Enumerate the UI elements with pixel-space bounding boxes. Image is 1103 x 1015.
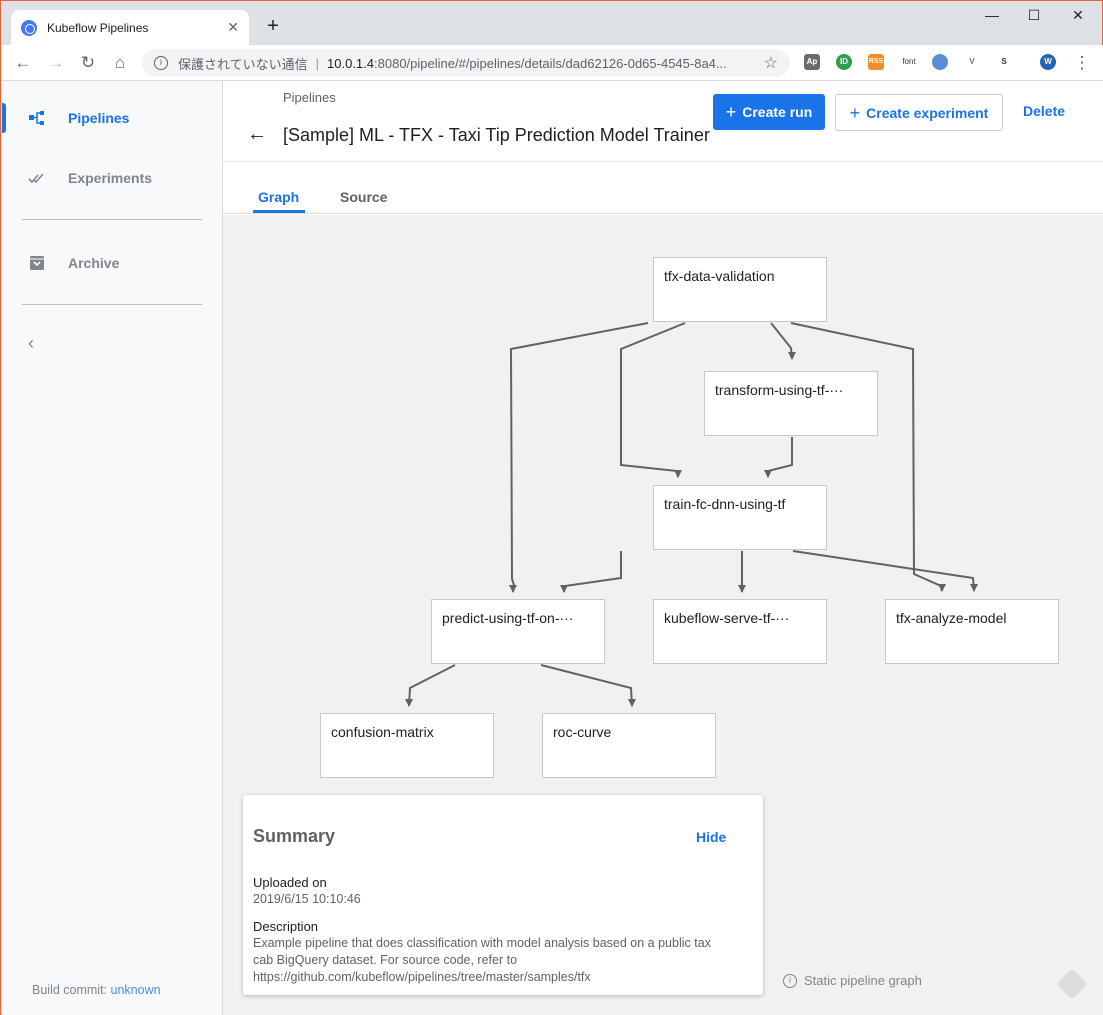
menu-dots-icon[interactable]: ⋮ (1073, 53, 1091, 72)
ext-id-icon[interactable]: ID (836, 54, 852, 70)
uploaded-on-value: 2019/6/15 10:10:46 (253, 892, 361, 906)
tab-strip: Kubeflow Pipelines ✕ + — ☐ ✕ (1, 1, 1102, 45)
sidebar-item-label: Experiments (68, 170, 153, 186)
delete-button[interactable]: Delete (1023, 103, 1066, 119)
node-train-fc-dnn-using-tf[interactable]: train-fc-dnn-using-tf (653, 485, 827, 550)
experiments-icon (28, 173, 44, 184)
security-status: 保護されていない通信 (178, 56, 308, 72)
archive-icon (30, 256, 44, 270)
node-kubeflow-serve-tf[interactable]: kubeflow-serve-tf-··· (653, 599, 827, 664)
sidebar-item-experiments[interactable]: Experiments (2, 149, 222, 207)
ext-s-icon[interactable]: S (1001, 57, 1007, 66)
address-separator: | (315, 55, 320, 71)
breadcrumb[interactable]: Pipelines (283, 90, 336, 105)
rss-icon[interactable]: RSS (868, 54, 884, 70)
address-path: :8080/pipeline/#/pipelines/details/dad62… (374, 55, 727, 71)
pipelines-icon (29, 111, 44, 125)
node-confusion-matrix[interactable]: confusion-matrix (320, 713, 494, 778)
edge-validation-analyze (790, 322, 946, 592)
back-arrow-icon[interactable]: ← (14, 53, 32, 72)
address-host: 10.0.1.4 (327, 55, 375, 71)
profile-avatar[interactable]: W (1040, 54, 1056, 70)
graph-edges (405, 322, 978, 707)
edge-validation-train (620, 322, 686, 478)
edge-validation-predict (509, 322, 649, 593)
edge-predict-roc (540, 664, 636, 707)
tab-graph[interactable]: Graph (258, 189, 300, 205)
summary-title: Summary (253, 826, 336, 846)
nav-divider (22, 304, 202, 305)
description-line: cab BigQuery dataset. For source code, r… (253, 953, 518, 967)
address-bar[interactable]: i 保護されていない通信 | 10.0.1.4 :8080/pipeline/#… (142, 49, 790, 77)
main-content: Pipelines ← [Sample] ML - TFX - Taxi Tip… (223, 81, 1103, 1015)
description-label: Description (253, 919, 319, 934)
sidebar-item-label: Pipelines (68, 110, 130, 126)
sidebar-item-pipelines[interactable]: Pipelines (2, 89, 222, 147)
home-icon[interactable]: ⌂ (114, 53, 126, 72)
kubeflow-logo-icon (21, 19, 37, 36)
ext-ap-icon[interactable]: Ap (804, 54, 820, 70)
bookmark-star-icon[interactable]: ☆ (763, 55, 778, 72)
collapse-nav-button[interactable]: ‹ (28, 333, 34, 353)
active-tab-indicator (253, 210, 305, 213)
create-experiment-label: Create experiment (866, 104, 989, 121)
side-nav: Pipelines Experiments Archive ‹ Build co… (2, 81, 223, 1015)
tab-close-icon[interactable]: ✕ (227, 19, 239, 35)
browser-toolbar: ← → ↻ ⌂ i 保護されていない通信 | 10.0.1.4 :8080/pi… (2, 45, 1103, 81)
plus-icon: + (725, 102, 737, 122)
ext-v-icon[interactable]: V (969, 57, 975, 66)
create-run-button[interactable]: + Create run (713, 94, 825, 130)
node-tfx-analyze-model[interactable]: tfx-analyze-model (885, 599, 1059, 664)
uploaded-on-label: Uploaded on (253, 875, 327, 890)
minimize-button[interactable]: — (985, 7, 999, 23)
build-commit-link[interactable]: unknown (110, 983, 161, 997)
node-predict-using-tf-on[interactable]: predict-using-tf-on-··· (431, 599, 605, 664)
forward-arrow-icon[interactable]: → (47, 53, 65, 72)
build-commit: Build commit: unknown (32, 983, 161, 997)
globe-icon[interactable]: globe (932, 54, 948, 70)
static-graph-text: Static pipeline graph (804, 973, 922, 988)
header-divider (223, 161, 1103, 162)
static-graph-note: i Static pipeline graph (783, 973, 922, 988)
edge-transform-train (764, 437, 793, 478)
summary-card: Summary Hide Uploaded on 2019/6/15 10:10… (243, 795, 763, 995)
tab-title: Kubeflow Pipelines (47, 20, 149, 35)
hide-summary-button[interactable]: Hide (696, 829, 727, 845)
close-window-button[interactable]: ✕ (1072, 7, 1084, 23)
pipeline-graph[interactable]: tfx-data-validation transform-using-tf-·… (223, 215, 1103, 1015)
create-run-label: Create run (742, 104, 813, 120)
tab-bar: Graph Source (223, 162, 1103, 214)
edge-validation-transform (770, 322, 796, 360)
description-text: Example pipeline that does classificatio… (253, 935, 753, 986)
reload-icon[interactable]: ↻ (80, 53, 96, 72)
tab-source[interactable]: Source (340, 189, 388, 205)
info-icon[interactable]: i (154, 56, 168, 70)
nav-divider (22, 219, 202, 220)
sidebar-item-archive[interactable]: Archive (2, 234, 222, 292)
back-arrow-icon[interactable]: ← (247, 123, 267, 145)
browser-tab[interactable]: Kubeflow Pipelines ✕ (11, 10, 249, 45)
edge-train-analyze (792, 550, 978, 592)
description-line: https://github.com/kubeflow/pipelines/tr… (253, 970, 591, 984)
node-tfx-data-validation[interactable]: tfx-data-validation (653, 257, 827, 322)
edge-train-predict (560, 551, 622, 593)
font-extension-icon[interactable]: font (902, 57, 916, 66)
build-commit-label: Build commit: (32, 983, 108, 997)
plus-icon: + (849, 102, 861, 123)
sidebar-item-label: Archive (68, 255, 120, 271)
info-icon: i (783, 973, 797, 988)
page-title: [Sample] ML - TFX - Taxi Tip Prediction … (283, 125, 710, 145)
description-line: Example pipeline that does classificatio… (253, 936, 711, 950)
node-transform-using-tf[interactable]: transform-using-tf-··· (704, 371, 878, 436)
node-roc-curve[interactable]: roc-curve (542, 713, 716, 778)
new-tab-button[interactable]: + (267, 15, 279, 37)
maximize-button[interactable]: ☐ (1027, 7, 1041, 23)
edge-predict-confusion (405, 664, 456, 707)
create-experiment-button[interactable]: + Create experiment (835, 94, 1003, 131)
